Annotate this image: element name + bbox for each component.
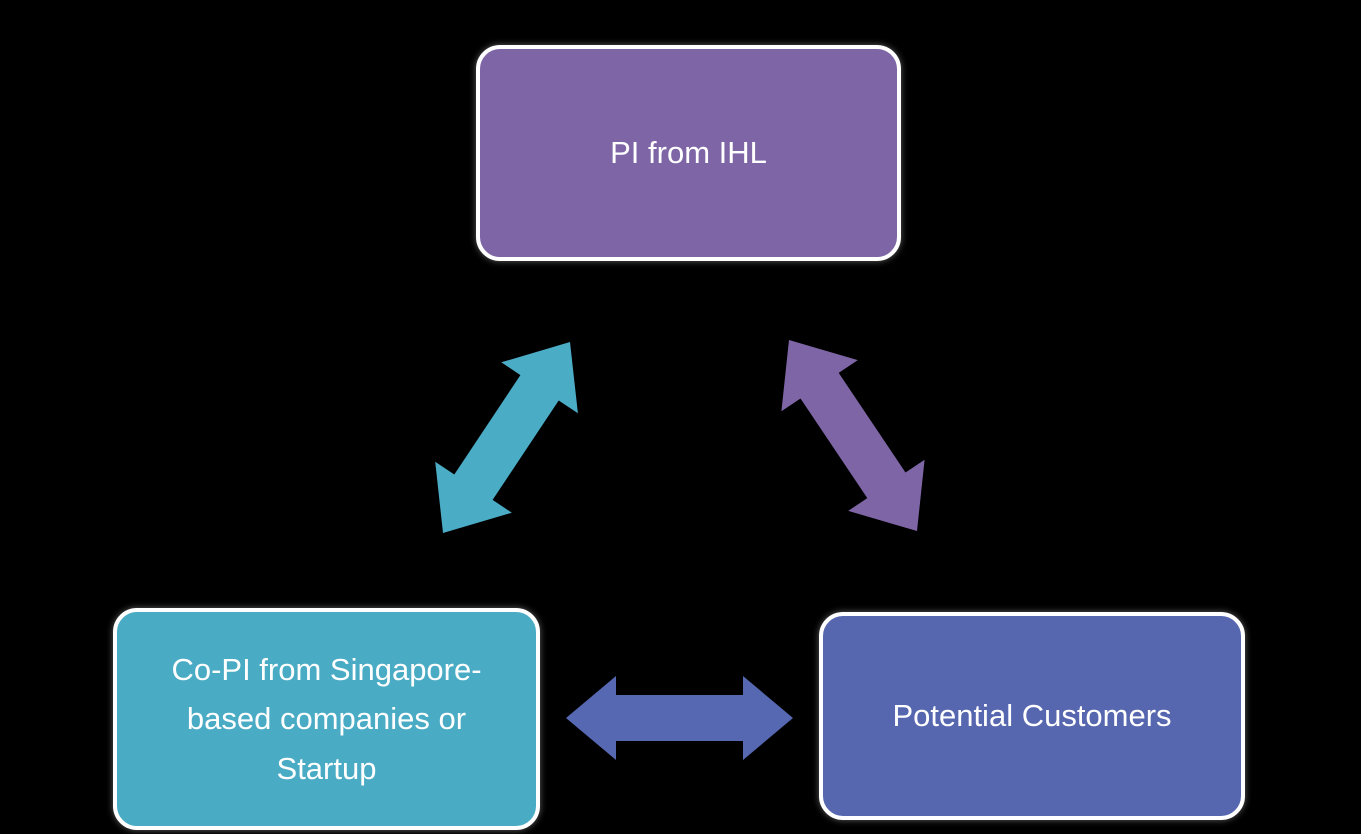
node-pi-from-ihl: PI from IHL	[476, 45, 901, 261]
double-arrow-copi-to-customers	[566, 676, 793, 760]
node-pi-from-ihl-label: PI from IHL	[610, 135, 767, 171]
node-co-pi-singapore-label: Co-PI from Singapore- based companies or…	[171, 651, 482, 786]
node-potential-customers-label: Potential Customers	[892, 698, 1172, 734]
node-co-pi-singapore: Co-PI from Singapore- based companies or…	[113, 608, 540, 830]
node-potential-customers: Potential Customers	[819, 612, 1245, 820]
double-arrow-pi-to-customers	[781, 340, 925, 531]
double-arrow-pi-to-copi	[435, 342, 578, 533]
